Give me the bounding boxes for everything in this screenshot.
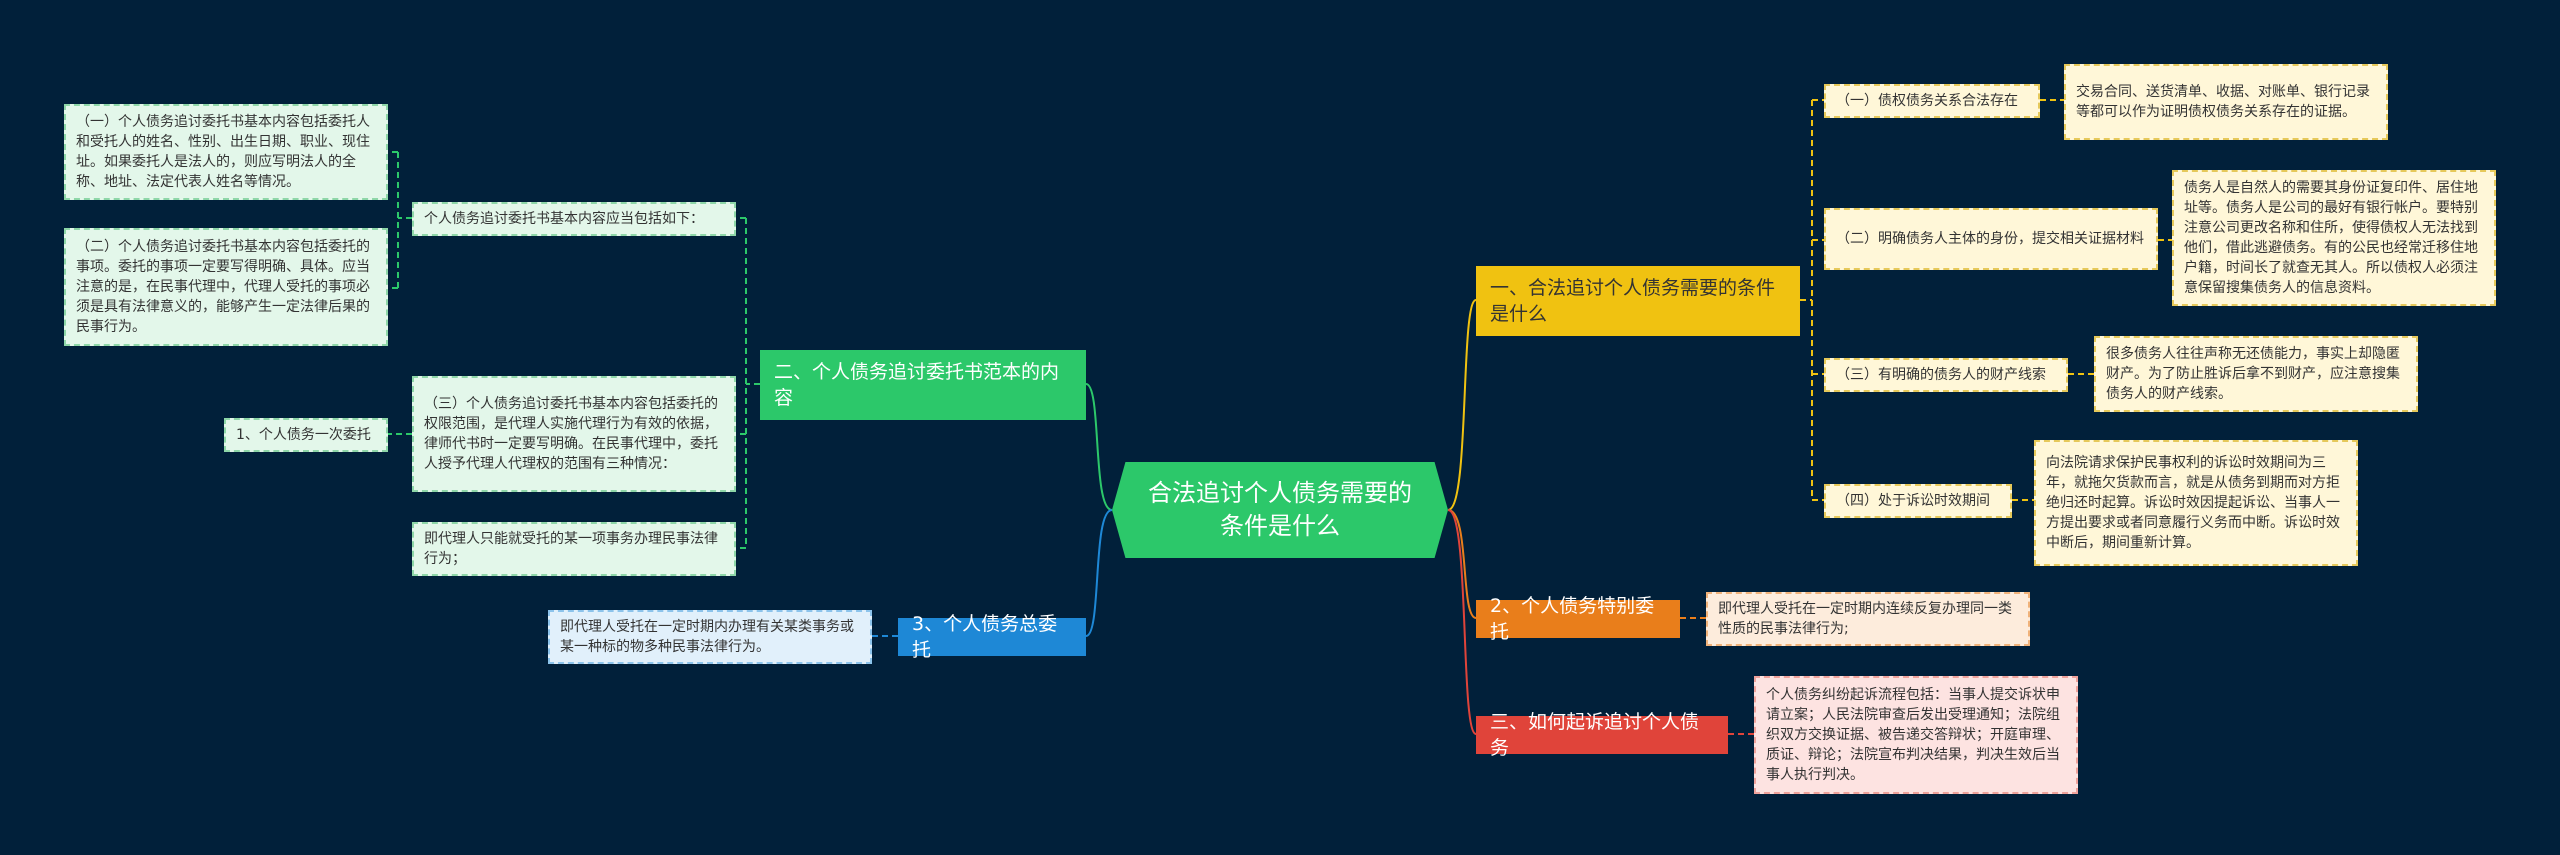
template-item-3[interactable]: （三）个人债务追讨委托书基本内容包括委托的权限范围，是代理人实施代理行为有效的依…: [412, 376, 736, 492]
branch-conditions[interactable]: 一、合法追讨个人债务需要的条件是什么: [1476, 266, 1800, 336]
central-topic[interactable]: 合法追讨个人债务需要的条件是什么: [1112, 462, 1448, 558]
template-item-4[interactable]: 即代理人只能就受托的某一项事务办理民事法律行为；: [412, 522, 736, 576]
condition-2-label[interactable]: （二）明确债务人主体的身份，提交相关证据材料: [1824, 208, 2158, 270]
condition-2-detail[interactable]: 债务人是自然人的需要其身份证复印件、居住地址等。债务人是公司的最好有银行帐户。要…: [2172, 170, 2496, 306]
condition-4-detail[interactable]: 向法院请求保护民事权利的诉讼时效期间为三年，就拖欠货款而言，就是从债务到期而对方…: [2034, 440, 2358, 566]
branch-special-entrustment[interactable]: 2、个人债务特别委托: [1476, 595, 1680, 643]
condition-1-label[interactable]: （一）债权债务关系合法存在: [1824, 84, 2040, 118]
branch-how-to-sue[interactable]: 三、如何起诉追讨个人债务: [1476, 711, 1728, 759]
template-item-3-one-time-entrustment[interactable]: 1、个人债务一次委托: [224, 418, 388, 452]
condition-1-detail[interactable]: 交易合同、送货清单、收据、对账单、银行记录等都可以作为证明债权债务关系存在的证据…: [2064, 64, 2388, 140]
how-to-sue-detail[interactable]: 个人债务纠纷起诉流程包括：当事人提交诉状申请立案；人民法院审查后发出受理通知；法…: [1754, 676, 2078, 794]
template-item-1[interactable]: （一）个人债务追讨委托书基本内容包括委托人和受托人的姓名、性别、出生日期、职业、…: [64, 104, 388, 200]
branch-general-entrustment[interactable]: 3、个人债务总委托: [898, 613, 1086, 661]
special-entrustment-detail[interactable]: 即代理人受托在一定时期内连续反复办理同一类性质的民事法律行为;: [1706, 592, 2030, 646]
condition-3-detail[interactable]: 很多债务人往往声称无还债能力，事实上却隐匿财产。为了防止胜诉后拿不到财产，应注意…: [2094, 336, 2418, 412]
condition-4-label[interactable]: （四）处于诉讼时效期间: [1824, 484, 2012, 518]
branch-power-of-attorney-template[interactable]: 二、个人债务追讨委托书范本的内容: [760, 350, 1086, 420]
template-basic-contents-label[interactable]: 个人债务追讨委托书基本内容应当包括如下：: [412, 202, 736, 236]
general-entrustment-detail[interactable]: 即代理人受托在一定时期内办理有关某类事务或某一种标的物多种民事法律行为。: [548, 610, 872, 664]
template-item-2[interactable]: （二）个人债务追讨委托书基本内容包括委托的事项。委托的事项一定要写得明确、具体。…: [64, 228, 388, 346]
condition-3-label[interactable]: （三）有明确的债务人的财产线索: [1824, 358, 2068, 392]
